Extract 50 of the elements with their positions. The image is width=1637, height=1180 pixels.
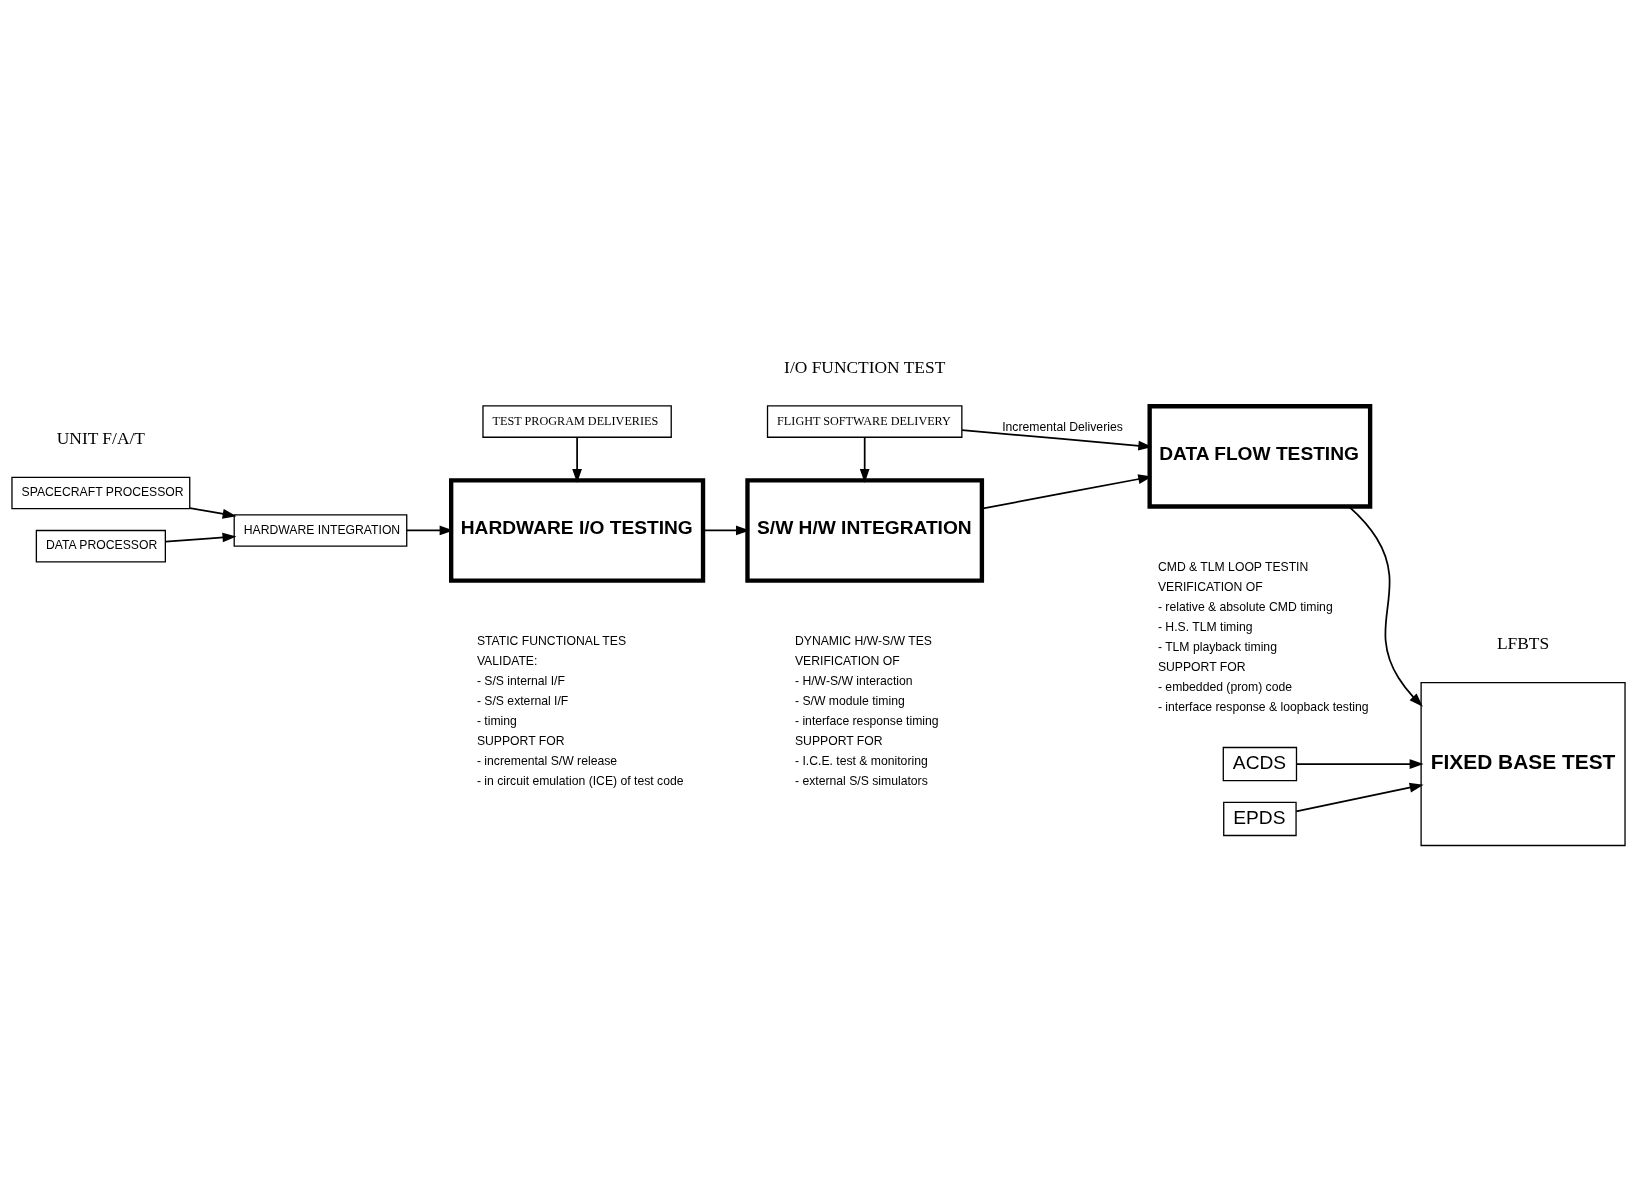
node-label: - interface response timing: [794, 713, 939, 728]
node-label: DYNAMIC H/W-S/W TES: [794, 633, 932, 648]
arrow: [1348, 505, 1423, 707]
node-label: VERIFICATION OF: [794, 653, 900, 668]
node-label: VERIFICATION OF: [1157, 579, 1263, 594]
node-box: HARDWARE INTEGRATION: [233, 514, 408, 547]
node-label: VALIDATE:: [476, 653, 538, 668]
arrow: [164, 532, 237, 543]
arrow: [1295, 759, 1424, 769]
arrow: [961, 429, 1153, 451]
node-label: - relative & absolute CMD timing: [1157, 599, 1333, 614]
node-box: ACDS: [1222, 746, 1298, 782]
label: LFBTS: [1496, 633, 1550, 653]
node-box: HARDWARE I/O TESTING: [449, 478, 706, 583]
arrow: [981, 474, 1153, 510]
arrow: [406, 525, 454, 536]
edge-label: Incremental Deliveries: [1002, 420, 1123, 435]
node-label: - TLM playback timing: [1157, 639, 1277, 654]
arrow: [702, 525, 750, 536]
arrow: [1295, 782, 1424, 813]
node-box: FIXED BASE TEST: [1420, 681, 1626, 847]
node-box: DATA FLOW TESTING: [1147, 404, 1373, 509]
node-label: - incremental S/W release: [476, 754, 618, 769]
node-label: - I.C.E. test & monitoring: [794, 754, 928, 769]
label: UNIT F/A/T: [56, 428, 145, 449]
node-box: S/W H/W INTEGRATION: [745, 478, 985, 583]
label: I/O FUNCTION TEST: [784, 356, 946, 377]
node-label: - H/W-S/W interaction: [794, 673, 913, 688]
node-label: - embedded (prom) code: [1157, 680, 1293, 695]
node-label: CMD & TLM LOOP TESTIN: [1157, 559, 1309, 574]
node-label: SUPPORT FOR: [476, 734, 565, 749]
node-label: - external S/S simulators: [794, 774, 928, 789]
arrow: [859, 436, 870, 483]
node-label: - S/S external I/F: [476, 693, 569, 708]
node-box: TEST PROGRAM DELIVERIES: [482, 405, 672, 438]
arrow: [189, 507, 237, 519]
node-box: EPDS: [1223, 801, 1297, 837]
node-label: - S/W module timing: [794, 693, 905, 708]
node-label: STATIC FUNCTIONAL TES: [476, 633, 627, 648]
node-label: - interface response & loopback testing: [1157, 700, 1369, 715]
node-label: SUPPORT FOR: [794, 734, 883, 749]
node-box: SPACECRAFT PROCESSOR: [11, 476, 191, 510]
node-label: - in circuit emulation (ICE) of test code: [476, 774, 684, 789]
node-label: - timing: [476, 713, 517, 728]
node-label: SUPPORT FOR: [1157, 659, 1246, 674]
node-box: DATA PROCESSOR: [35, 529, 166, 563]
arrow: [572, 436, 582, 483]
node-box: FLIGHT SOFTWARE DELIVERY: [766, 405, 963, 438]
node-label: - S/S internal I/F: [476, 673, 565, 688]
node-label: - H.S. TLM timing: [1157, 619, 1253, 634]
